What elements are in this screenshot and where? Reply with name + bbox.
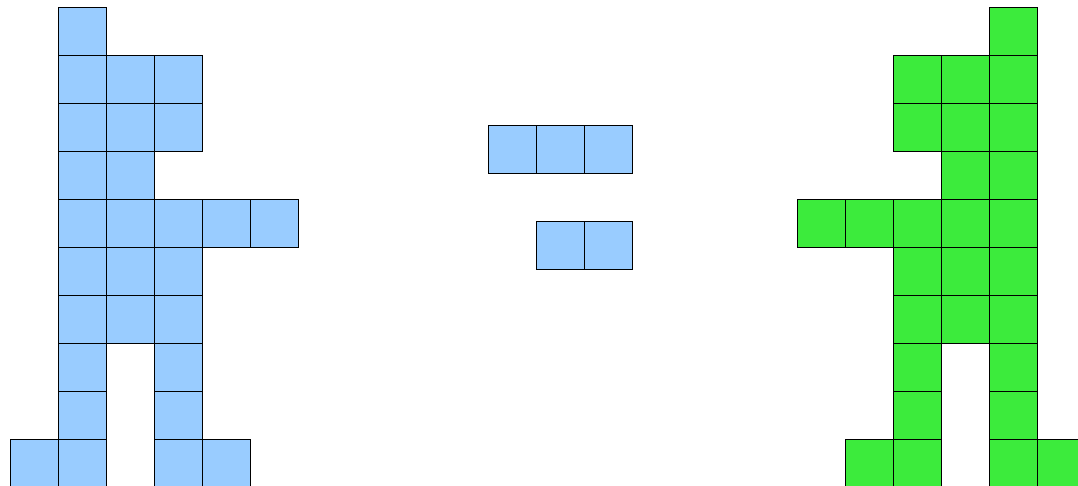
blue-square — [107, 104, 155, 152]
green-square — [798, 200, 846, 248]
green-square — [846, 440, 894, 486]
green-square — [894, 344, 942, 392]
green-square — [942, 248, 990, 296]
blue-square — [155, 56, 203, 104]
blue-square — [155, 104, 203, 152]
blue-square — [59, 56, 107, 104]
blue-square — [107, 248, 155, 296]
blue-square — [155, 296, 203, 344]
green-square — [942, 200, 990, 248]
green-square — [846, 200, 894, 248]
blue-square — [59, 392, 107, 440]
blue-square — [59, 200, 107, 248]
blue-square — [155, 344, 203, 392]
blue-square — [107, 200, 155, 248]
blue-square — [11, 440, 59, 486]
green-square — [942, 56, 990, 104]
green-square — [894, 104, 942, 152]
blue-square — [203, 200, 251, 248]
green-square — [990, 248, 1038, 296]
green-square — [942, 104, 990, 152]
green-square — [942, 152, 990, 200]
green-square — [894, 296, 942, 344]
blue-square — [155, 248, 203, 296]
green-square — [990, 104, 1038, 152]
green-square — [990, 296, 1038, 344]
blue-square — [59, 296, 107, 344]
green-square — [990, 344, 1038, 392]
green-square — [894, 200, 942, 248]
green-square — [990, 8, 1038, 56]
blue-square — [107, 152, 155, 200]
blue-square — [107, 56, 155, 104]
blue-square — [59, 104, 107, 152]
blue-square — [155, 200, 203, 248]
blue-figure — [11, 8, 299, 486]
blue-square — [59, 440, 107, 486]
green-square — [990, 152, 1038, 200]
green-square — [990, 56, 1038, 104]
blue-square — [59, 152, 107, 200]
green-square — [894, 56, 942, 104]
blue-bar-three — [489, 126, 633, 174]
green-square — [894, 248, 942, 296]
blue-square — [155, 440, 203, 486]
green-square — [942, 296, 990, 344]
blue-square — [537, 222, 585, 270]
green-square — [894, 440, 942, 486]
green-square — [990, 392, 1038, 440]
blue-square — [585, 222, 633, 270]
blue-square — [155, 392, 203, 440]
blue-square — [203, 440, 251, 486]
blue-square — [59, 8, 107, 56]
green-square — [990, 440, 1038, 486]
blue-square — [107, 296, 155, 344]
blue-square — [585, 126, 633, 174]
blue-bar-two — [537, 222, 633, 270]
blue-square — [489, 126, 537, 174]
green-square — [990, 200, 1038, 248]
green-figure — [798, 8, 1078, 486]
green-square — [1038, 440, 1078, 486]
blue-square — [537, 126, 585, 174]
blue-square — [59, 344, 107, 392]
green-square — [894, 392, 942, 440]
blue-square — [59, 248, 107, 296]
blue-square — [251, 200, 299, 248]
